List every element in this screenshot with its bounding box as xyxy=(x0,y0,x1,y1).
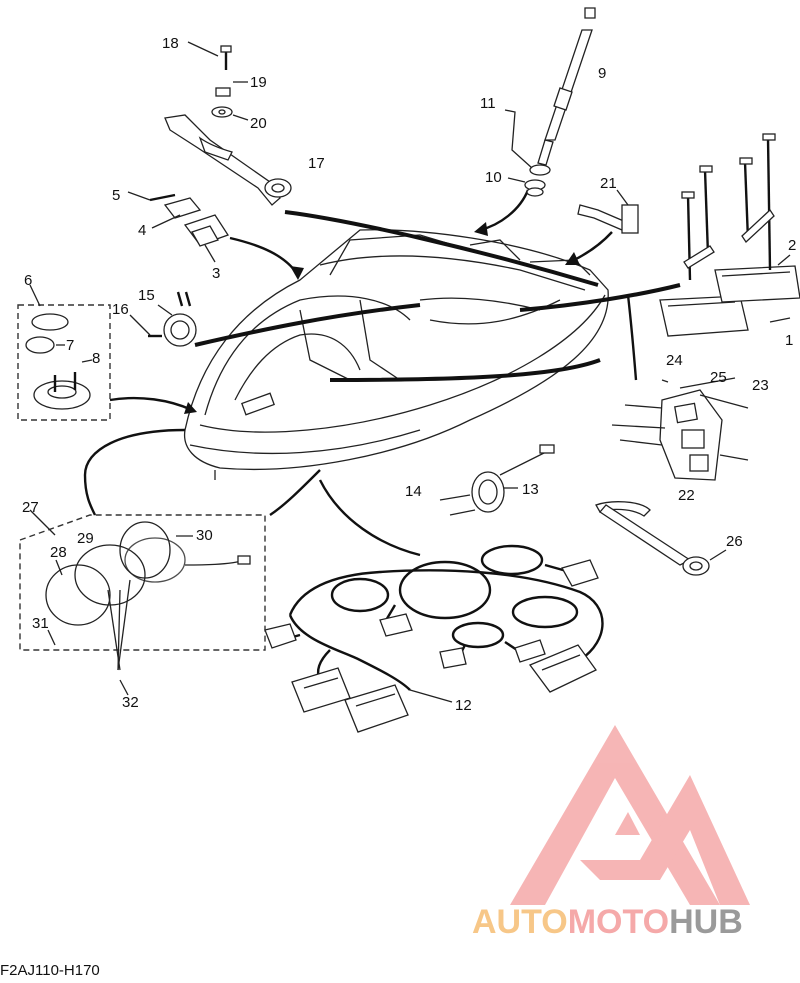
label-15: 15 xyxy=(138,287,155,304)
steering-group-27-32 xyxy=(19,509,266,696)
label-12: 12 xyxy=(455,697,472,714)
label-22: 22 xyxy=(678,487,695,504)
label-6: 6 xyxy=(24,272,32,289)
label-10: 10 xyxy=(485,169,502,186)
label-27: 27 xyxy=(22,499,39,516)
gauge-parts-15-16 xyxy=(129,291,197,347)
label-5: 5 xyxy=(112,187,120,204)
switch-part-21 xyxy=(577,189,639,234)
label-26: 26 xyxy=(726,533,743,550)
watermark-part1: AUTO xyxy=(472,903,568,941)
drawing-code: F2AJ110-H170 xyxy=(0,962,100,979)
label-23: 23 xyxy=(752,377,769,394)
label-30: 30 xyxy=(196,527,213,544)
label-28: 28 xyxy=(50,544,67,561)
label-11: 11 xyxy=(480,95,496,112)
label-4: 4 xyxy=(138,222,146,239)
label-24: 24 xyxy=(666,352,683,369)
label-9: 9 xyxy=(598,65,606,82)
label-8: 8 xyxy=(92,350,100,367)
grab-rail-part-17 xyxy=(164,114,292,206)
watermark-logo xyxy=(510,725,750,905)
label-29: 29 xyxy=(77,530,94,547)
label-32: 32 xyxy=(122,694,139,711)
parts-13-14 xyxy=(439,444,555,516)
antenna-part-9 xyxy=(529,7,596,176)
watermark-part2: MOTO xyxy=(568,903,669,941)
label-16: 16 xyxy=(112,301,129,318)
cable-part-11 xyxy=(504,109,546,197)
watermark-part3: HUB xyxy=(669,903,743,941)
label-17: 17 xyxy=(308,155,325,172)
label-19: 19 xyxy=(250,74,267,91)
label-14: 14 xyxy=(405,483,422,500)
label-25: 25 xyxy=(710,369,727,386)
label-21: 21 xyxy=(600,175,617,192)
watermark-text: AUTOMOTOHUB xyxy=(472,903,743,941)
leader-lines xyxy=(83,189,681,557)
label-3: 3 xyxy=(212,265,220,282)
battery-trays-1-2 xyxy=(659,133,800,337)
svg-text:AUTOMOTOHUB: AUTOMOTOHUB xyxy=(472,903,743,941)
cable-part-26 xyxy=(595,501,727,576)
label-1: 1 xyxy=(785,332,793,349)
boat-hull xyxy=(183,229,609,480)
junction-box-22-25 xyxy=(611,377,749,481)
label-18: 18 xyxy=(162,35,179,52)
label-7: 7 xyxy=(66,337,74,354)
cleat-parts-3-5 xyxy=(127,191,229,263)
part-number-labels: 1 2 3 4 5 6 7 8 9 10 11 12 13 14 15 16 1… xyxy=(22,35,796,714)
label-2: 2 xyxy=(788,237,796,254)
label-20: 20 xyxy=(250,115,267,132)
wiring-harness-12 xyxy=(264,544,604,733)
label-13: 13 xyxy=(522,481,539,498)
fasteners-18-20 xyxy=(187,41,249,121)
label-31: 31 xyxy=(32,615,49,632)
group-box-6-8 xyxy=(17,284,111,421)
